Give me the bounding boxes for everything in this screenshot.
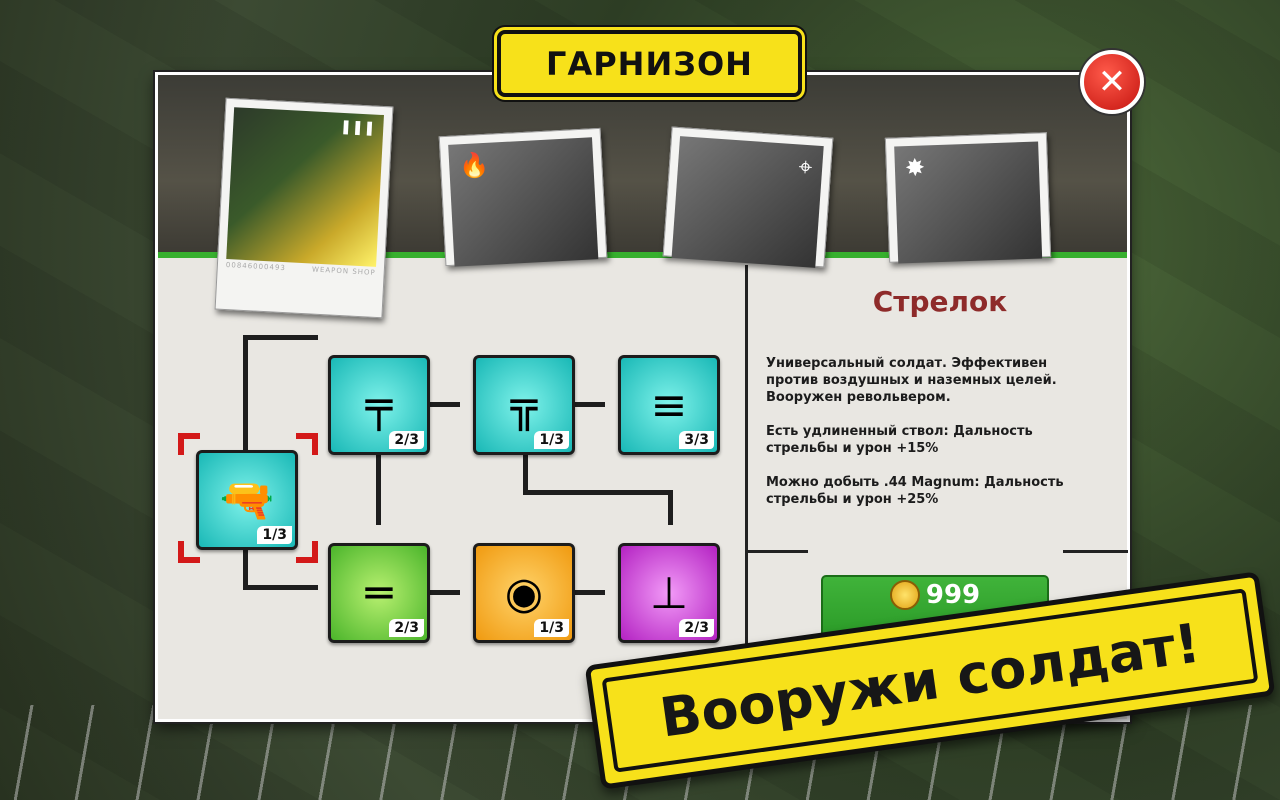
divider <box>1063 550 1128 553</box>
weapon-shotgun[interactable]: ═2/3 <box>328 543 430 643</box>
unit-card-rocket[interactable]: ✸ <box>884 132 1052 264</box>
unit-name: Стрелок <box>872 285 1008 318</box>
weapon-level: 2/3 <box>679 619 714 637</box>
unit-card-sniper[interactable]: ⌖ <box>662 126 834 268</box>
weapon-level: 1/3 <box>534 619 569 637</box>
weapon-level: 3/3 <box>679 431 714 449</box>
description-paragraph: Есть удлиненный ствол: Дальность стрельб… <box>766 424 1033 456</box>
unit-card-flamethrower[interactable]: 🔥 <box>438 127 608 267</box>
weapon-level: 2/3 <box>389 619 424 637</box>
unit-portrait: ⌖ <box>671 136 824 268</box>
shotgun-icon: ═ <box>365 567 393 619</box>
unit-description: Универсальный солдат. Эффективен против … <box>766 355 1086 525</box>
close-x-icon: ✕ <box>1097 62 1127 102</box>
weapon-level: 1/3 <box>257 526 292 544</box>
divider <box>748 550 808 553</box>
unit-portrait: ❚❚❚ <box>226 107 384 267</box>
card-caption: WEAPON SHOP <box>311 265 376 277</box>
close-button[interactable]: ✕ <box>1080 50 1144 114</box>
weapon-turret[interactable]: ⊥2/3 <box>618 543 720 643</box>
tree-connector <box>243 515 248 590</box>
unit-card-gunner[interactable]: ❚❚❚ 00846000493 WEAPON SHOP <box>214 97 394 319</box>
selection-bracket <box>296 541 318 563</box>
divider <box>745 265 748 720</box>
tree-connector <box>243 585 318 590</box>
weapon-revolver[interactable]: 🔫1/3 <box>196 450 298 550</box>
assault-rifle-icon: ╤ <box>365 379 393 431</box>
explosion-icon: ✸ <box>904 153 926 183</box>
tree-connector <box>430 590 460 595</box>
tree-connector <box>575 590 605 595</box>
price-label: 999 <box>925 580 981 610</box>
weapon-assault-rifle[interactable]: ╤2/3 <box>328 355 430 455</box>
tree-connector <box>376 455 381 525</box>
selection-bracket <box>178 541 200 563</box>
turret-icon: ⊥ <box>649 567 689 619</box>
weapon-level: 2/3 <box>389 431 424 449</box>
machine-gun-icon: ╦ <box>510 379 538 431</box>
description-paragraph: Можно добыть .44 Magnum: Дальность стрел… <box>766 475 1064 507</box>
tree-connector <box>430 402 460 407</box>
bullets-icon: ❚❚❚ <box>339 118 376 137</box>
minigun-icon: ≡ <box>650 379 688 431</box>
selection-bracket <box>178 433 200 455</box>
unit-portrait: 🔥 <box>448 137 599 267</box>
card-serial: 00846000493 <box>225 260 287 273</box>
crosshair-icon: ⌖ <box>797 152 814 182</box>
revolver-icon: 🔫 <box>219 475 275 526</box>
tree-connector <box>243 335 318 340</box>
fire-icon: 🔥 <box>458 150 490 181</box>
weapon-minigun[interactable]: ≡3/3 <box>618 355 720 455</box>
page-title: ГАРНИЗОН <box>497 30 802 97</box>
weapon-drum-gun[interactable]: ◉1/3 <box>473 543 575 643</box>
description-paragraph: Универсальный солдат. Эффективен против … <box>766 356 1057 405</box>
unit-portrait: ✸ <box>894 141 1043 264</box>
tree-connector <box>243 335 248 450</box>
drum-gun-icon: ◉ <box>504 567 544 619</box>
tree-connector <box>668 490 673 525</box>
selection-bracket <box>296 433 318 455</box>
tree-connector <box>575 402 605 407</box>
weapon-machine-gun[interactable]: ╦1/3 <box>473 355 575 455</box>
gold-icon <box>889 580 920 610</box>
tree-connector <box>523 455 528 495</box>
tree-connector <box>523 490 673 495</box>
weapon-level: 1/3 <box>534 431 569 449</box>
